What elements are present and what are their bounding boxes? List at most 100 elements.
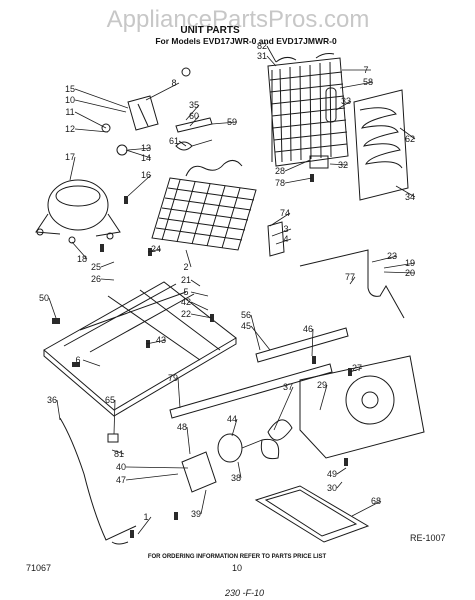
leader-line — [336, 467, 347, 475]
leader-line — [200, 489, 207, 515]
hardware-screws — [52, 174, 352, 538]
leader-line — [319, 384, 328, 411]
leader-line — [189, 115, 200, 127]
callout-20: 20 — [405, 268, 415, 278]
leader-line — [336, 481, 343, 489]
drain-pan — [254, 485, 370, 543]
callout-4: 4 — [283, 234, 288, 244]
leader-line — [74, 111, 107, 129]
callout-19: 19 — [405, 258, 415, 268]
rail-79 — [169, 363, 333, 419]
callout-26: 26 — [91, 274, 101, 284]
callout-29: 29 — [317, 380, 327, 390]
callout-65: 65 — [105, 395, 115, 405]
callout-32: 32 — [338, 160, 348, 170]
leader-line — [74, 99, 127, 113]
leader-line — [273, 386, 294, 431]
leader-line — [127, 174, 152, 197]
leader-line — [250, 314, 261, 351]
callout-82: 82 — [257, 41, 267, 51]
watermark-text: AppliancePartsPros.com — [107, 6, 370, 33]
callout-48: 48 — [177, 422, 187, 432]
overload-protector — [101, 123, 128, 156]
callout-78: 78 — [275, 178, 285, 188]
callout-60: 60 — [189, 111, 199, 121]
callout-1: 1 — [143, 512, 148, 522]
leader-line — [335, 100, 352, 111]
leader-line — [127, 147, 152, 151]
leader-line — [145, 339, 167, 345]
leader-line — [185, 104, 200, 121]
leader-line — [349, 367, 363, 373]
callout-25: 25 — [91, 262, 101, 272]
callout-79: 79 — [168, 373, 178, 383]
leader-line — [339, 81, 374, 89]
callout-5: 5 — [183, 287, 188, 297]
callout-49: 49 — [327, 469, 337, 479]
callout-81: 81 — [114, 449, 124, 459]
base-frame — [43, 281, 237, 417]
callout-68: 68 — [371, 496, 381, 506]
page-number: 10 — [232, 563, 242, 573]
callout-61: 61 — [169, 136, 179, 146]
callout-44: 44 — [227, 414, 237, 424]
relay-bracket — [309, 155, 329, 169]
leader-line — [250, 325, 271, 351]
leader-line — [56, 399, 61, 421]
leader-line — [125, 466, 189, 469]
start-relay — [127, 95, 159, 131]
callout-42: 42 — [181, 297, 191, 307]
callout-59: 59 — [227, 117, 237, 127]
leader-line — [383, 262, 416, 269]
callout-18: 18 — [77, 254, 87, 264]
left-code: 71067 — [26, 563, 51, 573]
leader-line — [190, 279, 201, 287]
callout-14: 14 — [141, 153, 151, 163]
callout-46: 46 — [303, 324, 313, 334]
valve-part — [175, 139, 213, 151]
leader-line — [113, 399, 116, 435]
power-cord — [59, 417, 137, 545]
callout-77: 77 — [345, 272, 355, 282]
callout-15: 15 — [65, 84, 75, 94]
fan-shroud — [299, 355, 425, 459]
callout-39: 39 — [191, 509, 201, 519]
callout-12: 12 — [65, 124, 75, 134]
leader-line — [351, 500, 382, 517]
leader-line — [284, 177, 313, 184]
leader-line — [284, 159, 311, 172]
rear-panel-coil — [353, 89, 409, 201]
leader-line — [271, 228, 292, 237]
leader-line — [74, 88, 129, 109]
callout-30: 30 — [327, 483, 337, 493]
callout-6: 6 — [75, 355, 80, 365]
callout-62: 62 — [405, 134, 415, 144]
compressor — [35, 179, 121, 244]
condenser-fan-blade — [260, 419, 293, 460]
diagram-subtitle: For Models EVD17JWR-0 and EVD17JMWR-0 — [155, 36, 337, 46]
condenser-coil — [267, 53, 349, 167]
diagram-title: UNIT PARTS — [180, 25, 240, 36]
leader-line — [190, 291, 209, 297]
leader-line — [147, 248, 162, 253]
evaporator-coil — [151, 160, 257, 251]
leader-line — [190, 301, 209, 311]
leader-line — [137, 516, 152, 535]
callout-33: 33 — [341, 96, 351, 106]
figure-code: RE-1007 — [410, 533, 446, 543]
leader-line — [48, 297, 57, 319]
callout-22: 22 — [181, 309, 191, 319]
callout-13: 13 — [141, 143, 151, 153]
callout-21: 21 — [181, 275, 191, 285]
callout-27: 27 — [352, 363, 362, 373]
leader-line — [371, 255, 398, 263]
callout-50: 50 — [39, 293, 49, 303]
leader-line — [125, 149, 152, 159]
leader-line — [125, 473, 179, 481]
callout-23: 23 — [387, 251, 397, 261]
leader-line — [395, 185, 416, 198]
callout-24: 24 — [151, 244, 161, 254]
callout-36: 36 — [47, 395, 57, 405]
callout-3: 3 — [283, 224, 288, 234]
leader-line — [100, 261, 115, 268]
